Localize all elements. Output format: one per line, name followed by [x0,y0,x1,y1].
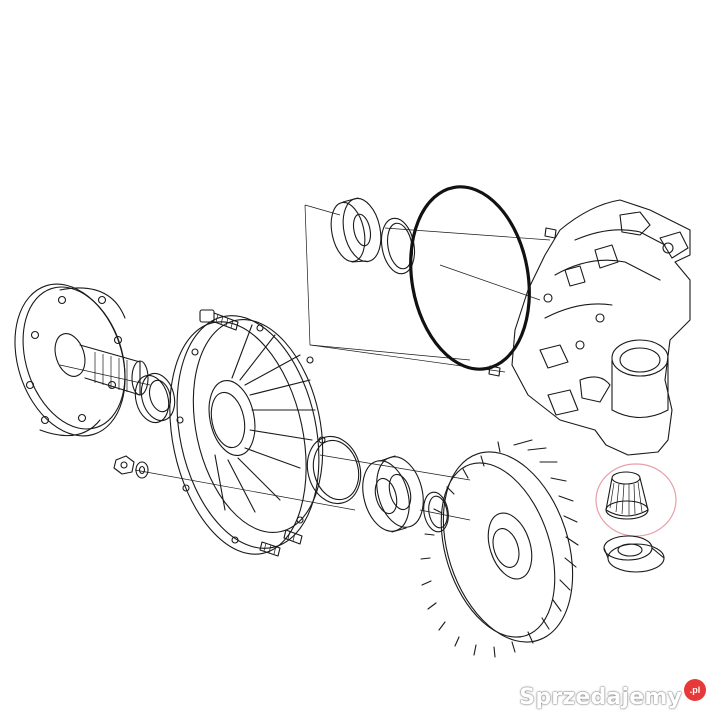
snap-ring [423,491,449,533]
gearbox-housing [511,199,691,456]
pinion-bearing [603,535,665,573]
nuts-and-washers [113,455,149,479]
watermark-badge: .pl [684,678,706,701]
assembly-guide-lines [59,204,551,521]
studs [259,529,303,557]
drive-flange [14,283,149,437]
housing-bolt [199,309,239,331]
gearbox-cover [169,315,326,555]
watermark-text: Sprzedajemy [519,685,682,710]
cover-o-ring [306,435,362,505]
pinion-gear-highlighted [595,463,677,537]
watermark: Sprzedajemy .pl [519,678,706,710]
shaft-seal [134,372,176,424]
large-o-ring [409,185,531,371]
crown-wheel [420,439,579,658]
lower-bearing [362,455,424,533]
upper-bearing [330,197,382,263]
